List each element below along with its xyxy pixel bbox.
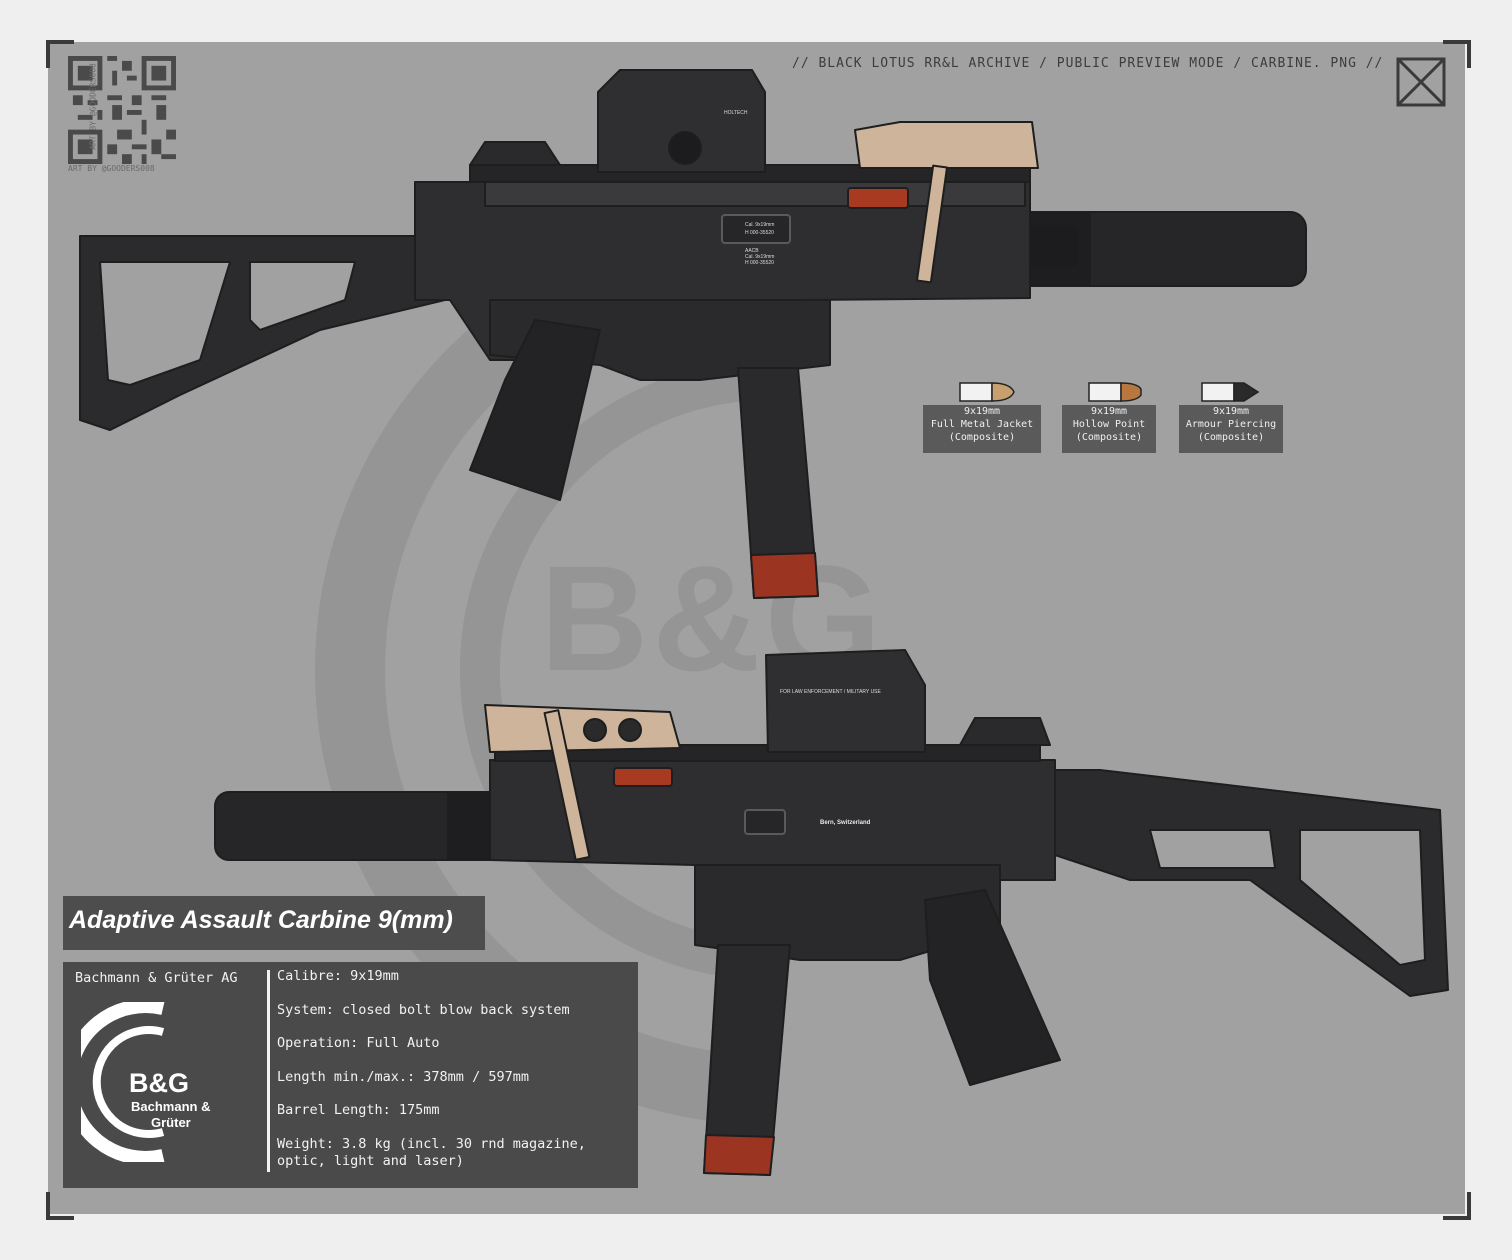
archive-path-header: // BLACK LOTUS RR&L ARCHIVE / PUBLIC PRE… bbox=[792, 56, 1384, 71]
bullet-hollow-point-icon bbox=[1088, 382, 1142, 402]
ammo-card-armour-piercing: 9x19mm Armour Piercing (Composite) bbox=[1179, 405, 1283, 453]
ammo-card-hollow-point: 9x19mm Hollow Point (Composite) bbox=[1062, 405, 1156, 453]
logo-line-1: Bachmann & bbox=[131, 1099, 210, 1114]
receiver-marking-1: Cal. 9x19mm bbox=[745, 222, 774, 228]
weapon-title-box: Adaptive Assault Carbine 9(mm) bbox=[63, 896, 485, 950]
spec-system: System: closed bolt blow back system bbox=[277, 1002, 570, 1018]
ammo-calibre: 9x19mm bbox=[1212, 406, 1250, 417]
carbine-right-side-illustration: HOLTECH Cal. 9x19mm H 000-35520 AACB Cal… bbox=[79, 69, 1307, 599]
carbine-left-side-illustration: FOR LAW ENFORCEMENT / MILITARY USE Bern,… bbox=[214, 649, 1449, 1176]
ammo-note: (Composite) bbox=[1197, 432, 1265, 443]
ammo-type: Full Metal Jacket bbox=[930, 419, 1034, 430]
receiver-marking-2: H 000-35520 bbox=[745, 230, 774, 236]
ammo-calibre: 9x19mm bbox=[963, 406, 1001, 417]
x-box-icon[interactable] bbox=[1396, 57, 1446, 107]
frame-corner-top-right bbox=[1443, 40, 1471, 68]
spec-divider bbox=[267, 970, 270, 1172]
bullet-armour-piercing-icon bbox=[1201, 382, 1260, 402]
logo-mark: B&G bbox=[129, 1068, 189, 1098]
spec-weight: Weight: 3.8 kg (incl. 30 rnd magazine, bbox=[277, 1136, 586, 1152]
ammo-card-fmj: 9x19mm Full Metal Jacket (Composite) bbox=[923, 405, 1041, 453]
qr-code-icon bbox=[68, 56, 176, 164]
logo-line-2: Grüter bbox=[151, 1115, 191, 1130]
frame-corner-top-left bbox=[46, 40, 74, 68]
bg-company-logo: B&G Bachmann & Grüter bbox=[81, 1002, 210, 1162]
frame-corner-bottom-right bbox=[1443, 1192, 1471, 1220]
ammo-note: (Composite) bbox=[948, 432, 1016, 443]
optic-use-marking: FOR LAW ENFORCEMENT / MILITARY USE bbox=[780, 689, 882, 695]
receiver-marking-4: Cal. 9x19mm bbox=[745, 254, 774, 260]
bullet-fmj-icon bbox=[959, 382, 1015, 402]
spec-length: Length min./max.: 378mm / 597mm bbox=[277, 1069, 529, 1085]
receiver-marking-5: H 000-35520 bbox=[745, 260, 774, 266]
manufacturer-name: Bachmann & Grüter AG bbox=[75, 970, 238, 986]
spec-weight-continued: optic, light and laser) bbox=[277, 1153, 464, 1169]
spec-card: Bachmann & Grüter AG B&G Bachmann & Grüt… bbox=[63, 962, 638, 1188]
spec-barrel-length: Barrel Length: 175mm bbox=[277, 1102, 440, 1118]
optic-brand-marking: HOLTECH bbox=[724, 110, 748, 116]
receiver-origin-marking: Bern, Switzerland bbox=[820, 820, 871, 826]
ammo-note: (Composite) bbox=[1075, 432, 1143, 443]
artist-credit: ART BY @GOODERS008 bbox=[68, 164, 155, 173]
weapon-title: Adaptive Assault Carbine 9(mm) bbox=[69, 906, 453, 934]
spec-calibre: Calibre: 9x19mm bbox=[277, 968, 399, 984]
frame-corner-bottom-left bbox=[46, 1192, 74, 1220]
ammo-type: Hollow Point bbox=[1072, 419, 1146, 430]
receiver-marking-3: AACB bbox=[745, 248, 759, 254]
ammo-type: Armour Piercing bbox=[1185, 419, 1277, 430]
spec-operation: Operation: Full Auto bbox=[277, 1035, 440, 1051]
ammo-calibre: 9x19mm bbox=[1090, 406, 1128, 417]
